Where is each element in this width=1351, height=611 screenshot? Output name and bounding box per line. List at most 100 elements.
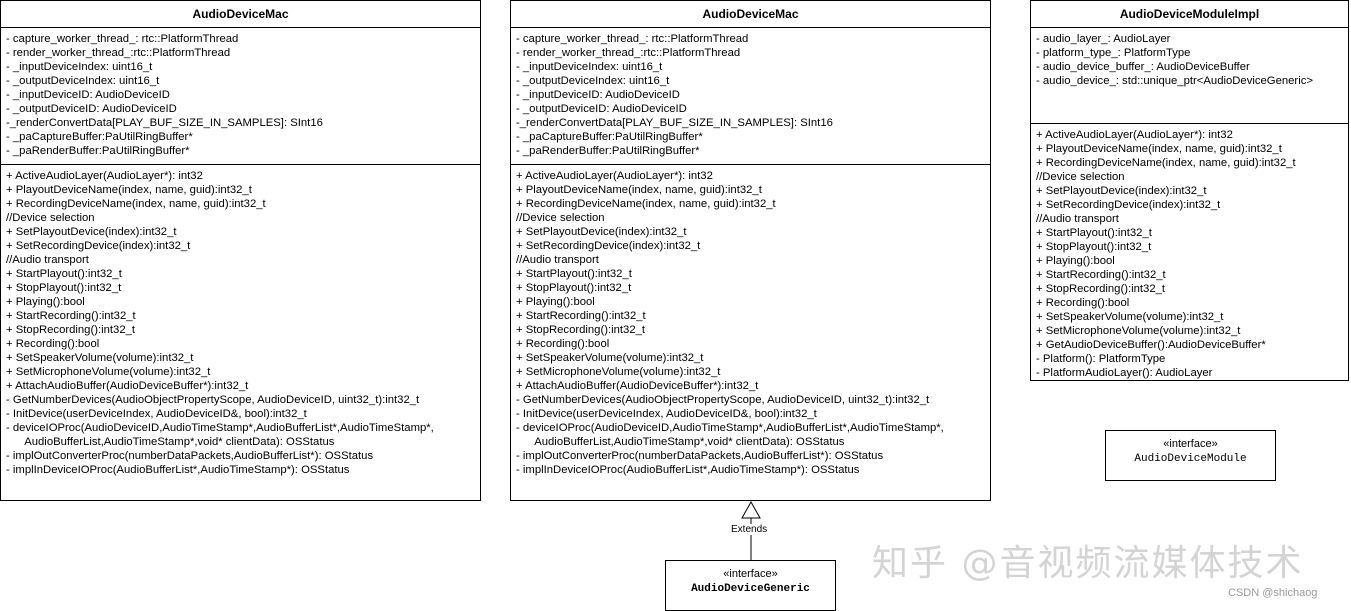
member-line: + SetRecordingDevice(index):int32_t: [1036, 199, 1221, 211]
member-line: + AttachAudioBuffer(AudioDeviceBuffer*):…: [516, 380, 759, 392]
member-line: + ActiveAudioLayer(AudioLayer*): int32: [516, 170, 713, 182]
attributes-section: - capture_worker_thread_: rtc::PlatformT…: [1, 28, 480, 165]
methods-section: + ActiveAudioLayer(AudioLayer*): int32 + …: [511, 165, 990, 483]
member-line: + StartPlayout():int32_t: [6, 268, 122, 280]
class-audiodevicemac-left: AudioDeviceMac - capture_worker_thread_:…: [0, 0, 481, 501]
member-line: + PlayoutDeviceName(index, name, guid):i…: [6, 184, 252, 196]
member-line: -_renderConvertData[PLAY_BUF_SIZE_IN_SAM…: [516, 117, 833, 129]
member-line: + SetPlayoutDevice(index):int32_t: [516, 226, 687, 238]
member-line: + StartRecording():int32_t: [6, 310, 136, 322]
member-line: - _paCaptureBuffer:PaUtilRingBuffer*: [6, 131, 193, 143]
member-line: - _outputDeviceIndex: uint16_t: [6, 75, 160, 87]
member-line: + ActiveAudioLayer(AudioLayer*): int32: [1036, 129, 1233, 141]
generalization-arrowhead: [741, 500, 761, 519]
member-line: + SetMicrophoneVolume(volume):int32_t: [6, 366, 211, 378]
member-line: - _outputDeviceIndex: uint16_t: [516, 75, 670, 87]
member-line: -_renderConvertData[PLAY_BUF_SIZE_IN_SAM…: [6, 117, 323, 129]
member-line: - InitDevice(userDeviceIndex, AudioDevic…: [516, 408, 817, 420]
class-title: AudioDeviceMac: [511, 1, 990, 28]
member-line: + SetMicrophoneVolume(volume):int32_t: [1036, 325, 1241, 337]
member-line: + SetSpeakerVolume(volume):int32_t: [1036, 311, 1224, 323]
member-line: - _paRenderBuffer:PaUtilRingBuffer*: [6, 145, 190, 157]
member-line: + SetRecordingDevice(index):int32_t: [516, 240, 701, 252]
member-line: + StopPlayout():int32_t: [1036, 241, 1152, 253]
member-line: - _inputDeviceIndex: uint16_t: [516, 61, 663, 73]
member-line: + GetAudioDeviceBuffer():AudioDeviceBuff…: [1036, 339, 1266, 351]
member-line: //Audio transport: [6, 254, 89, 266]
member-line: + Recording():bool: [6, 338, 100, 350]
interface-name: AudioDeviceGeneric: [691, 583, 810, 595]
member-line: - _outputDeviceID: AudioDeviceID: [6, 103, 177, 115]
member-line: //Audio transport: [516, 254, 599, 266]
member-line: + Playing():bool: [516, 296, 595, 308]
member-line: + RecordingDeviceName(index, name, guid)…: [516, 198, 776, 210]
class-audiodevicemoduleimpl: AudioDeviceModuleImpl - audio_layer_: Au…: [1030, 0, 1349, 381]
member-line: - _inputDeviceID: AudioDeviceID: [516, 89, 680, 101]
member-line: - implOutConverterProc(numberDataPackets…: [516, 450, 884, 462]
member-line: + SetPlayoutDevice(index):int32_t: [6, 226, 177, 238]
csdn-credit: CSDN @shichaog: [1228, 587, 1318, 599]
member-line: - deviceIOProc(AudioDeviceID,AudioTimeSt…: [516, 422, 944, 434]
attributes-section: - audio_layer_: AudioLayer - platform_typ…: [1031, 28, 1348, 124]
class-title: AudioDeviceMac: [1, 1, 480, 28]
interface-audiodevicegeneric: «interface» AudioDeviceGeneric: [665, 560, 836, 611]
zhihu-watermark: 知乎 @音视频流媒体技术: [872, 543, 1304, 584]
member-line: + PlayoutDeviceName(index, name, guid):i…: [1036, 143, 1282, 155]
methods-section: + ActiveAudioLayer(AudioLayer*): int32 + …: [1031, 124, 1348, 386]
member-line: + SetPlayoutDevice(index):int32_t: [1036, 185, 1207, 197]
interface-stereotype: «interface»: [1163, 438, 1218, 450]
interface-name: AudioDeviceModule: [1134, 453, 1247, 465]
member-line: //Device selection: [6, 212, 95, 224]
class-audiodevicemac-middle: AudioDeviceMac - capture_worker_thread_:…: [510, 0, 991, 501]
member-line: + PlayoutDeviceName(index, name, guid):i…: [516, 184, 762, 196]
member-line: - InitDevice(userDeviceIndex, AudioDevic…: [6, 408, 307, 420]
methods-section: + ActiveAudioLayer(AudioLayer*): int32 + …: [1, 165, 480, 483]
member-line: //Audio transport: [1036, 213, 1119, 225]
member-line: - _outputDeviceID: AudioDeviceID: [516, 103, 687, 115]
member-line: - PlatformAudioLayer(): AudioLayer: [1036, 367, 1213, 379]
member-line: - capture_worker_thread_: rtc::PlatformT…: [516, 33, 749, 45]
member-line: - GetNumberDevices(AudioObjectPropertySc…: [516, 394, 930, 406]
member-line: - Platform(): PlatformType: [1036, 353, 1166, 365]
member-line: - _paCaptureBuffer:PaUtilRingBuffer*: [516, 131, 703, 143]
member-line: + Playing():bool: [6, 296, 85, 308]
member-line: - audio_device_buffer_: AudioDeviceBuffe…: [1036, 61, 1250, 73]
member-line: + StartPlayout():int32_t: [516, 268, 632, 280]
member-line: + SetMicrophoneVolume(volume):int32_t: [516, 366, 721, 378]
member-line: + ActiveAudioLayer(AudioLayer*): int32: [6, 170, 203, 182]
member-line: - _paRenderBuffer:PaUtilRingBuffer*: [516, 145, 700, 157]
member-line: + StartRecording():int32_t: [516, 310, 646, 322]
member-line: - audio_device_: std::unique_ptr<AudioDe…: [1036, 75, 1313, 87]
member-line: + SetSpeakerVolume(volume):int32_t: [516, 352, 704, 364]
member-line: - implInDeviceIOProc(AudioBufferList*,Au…: [516, 464, 860, 476]
member-line: + Playing():bool: [1036, 255, 1115, 267]
attributes-section: - capture_worker_thread_: rtc::PlatformT…: [511, 28, 990, 165]
member-line: + RecordingDeviceName(index, name, guid)…: [1036, 157, 1296, 169]
member-line: - implOutConverterProc(numberDataPackets…: [6, 450, 374, 462]
member-line: - _inputDeviceIndex: uint16_t: [6, 61, 153, 73]
member-line: AudioBufferList,AudioTimeStamp*,void* cl…: [516, 436, 845, 448]
extends-label: Extends: [730, 524, 769, 535]
member-line: + StartRecording():int32_t: [1036, 269, 1166, 281]
member-line: - audio_layer_: AudioLayer: [1036, 33, 1171, 45]
member-line: + RecordingDeviceName(index, name, guid)…: [6, 198, 266, 210]
member-line: + Recording():bool: [516, 338, 610, 350]
member-line: //Device selection: [516, 212, 605, 224]
member-line: - platform_type_: PlatformType: [1036, 47, 1191, 59]
member-line: - capture_worker_thread_: rtc::PlatformT…: [6, 33, 239, 45]
member-line: + SetRecordingDevice(index):int32_t: [6, 240, 191, 252]
member-line: + StartPlayout():int32_t: [1036, 227, 1152, 239]
interface-stereotype: «interface»: [723, 568, 778, 580]
member-line: - render_worker_thread_:rtc::PlatformThr…: [6, 47, 231, 59]
member-line: + Recording():bool: [1036, 297, 1130, 309]
member-line: + StopRecording():int32_t: [1036, 283, 1166, 295]
member-line: + StopRecording():int32_t: [516, 324, 646, 336]
member-line: + StopRecording():int32_t: [6, 324, 136, 336]
member-line: - GetNumberDevices(AudioObjectPropertySc…: [6, 394, 420, 406]
member-line: - _inputDeviceID: AudioDeviceID: [6, 89, 170, 101]
interface-audiodevicemodule: «interface» AudioDeviceModule: [1105, 430, 1276, 481]
member-line: + SetSpeakerVolume(volume):int32_t: [6, 352, 194, 364]
member-line: + AttachAudioBuffer(AudioDeviceBuffer*):…: [6, 380, 249, 392]
class-title: AudioDeviceModuleImpl: [1031, 1, 1348, 28]
member-line: - implInDeviceIOProc(AudioBufferList*,Au…: [6, 464, 350, 476]
